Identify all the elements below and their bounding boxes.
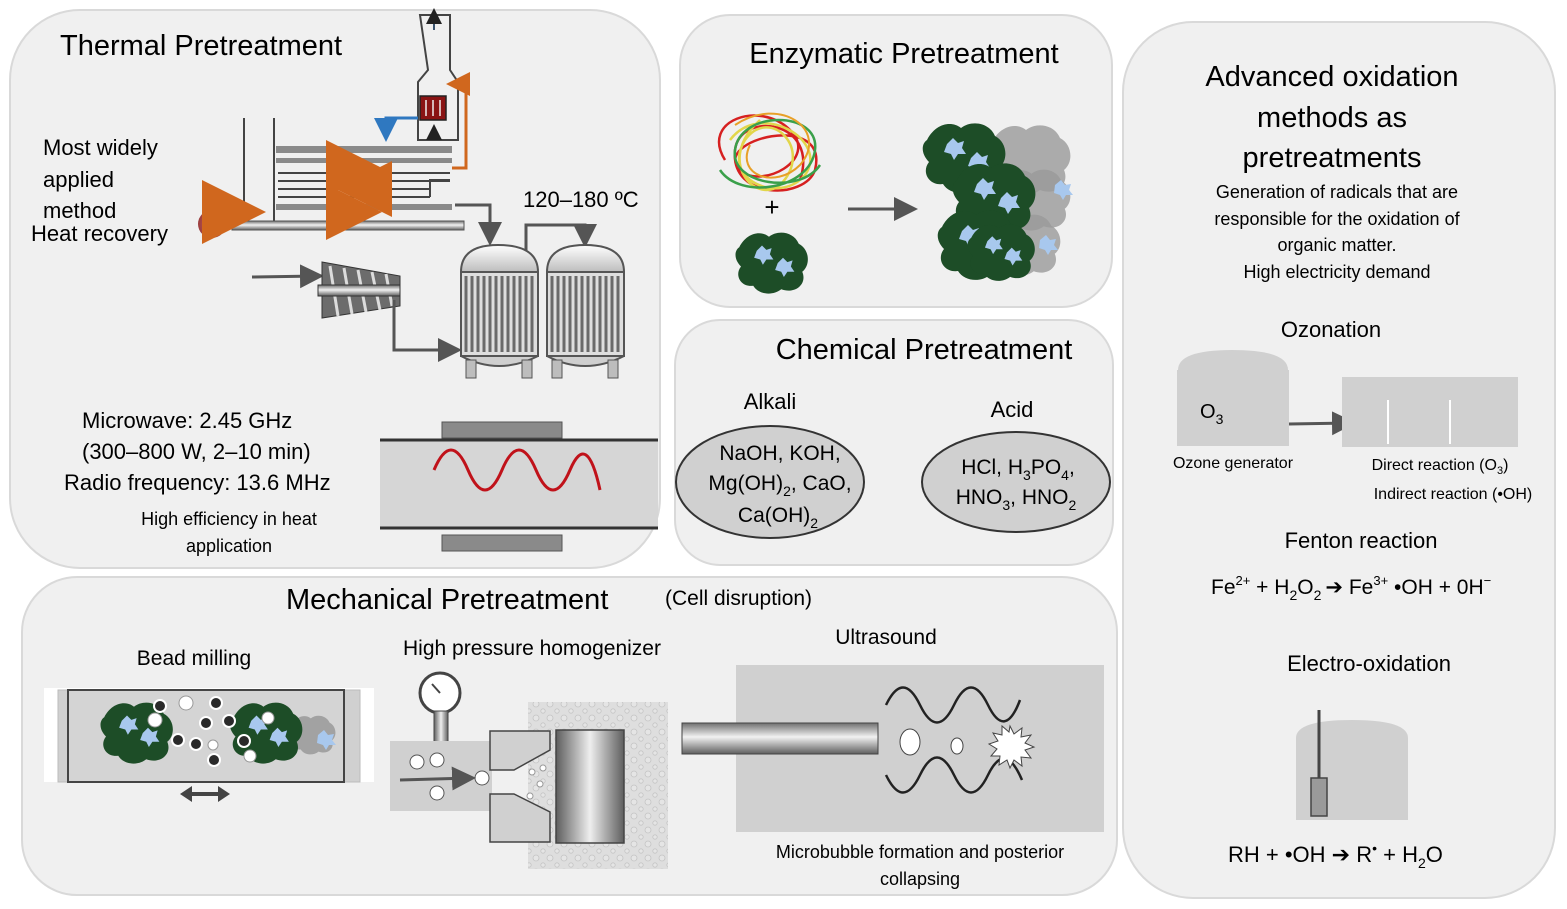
- enzymatic-title: Enzymatic Pretreatment: [749, 38, 1058, 70]
- advanced-desc-line1: Generation of radicals that are: [1216, 182, 1458, 202]
- alkali-ellipse: [675, 425, 865, 539]
- o3-label: O3: [1200, 401, 1224, 427]
- alkali-line3: Ca(OH)2: [738, 504, 818, 531]
- ozone-generator-illustration: [1177, 350, 1518, 447]
- electro-oxidation-title: Electro-oxidation: [1287, 651, 1451, 676]
- advanced-desc-line4: High electricity demand: [1243, 262, 1430, 282]
- hydrolyzed-cells-icon: [922, 123, 1073, 281]
- ozonation-title: Ozonation: [1281, 317, 1381, 342]
- microbubble-line1: Microbubble formation and posterior: [776, 842, 1064, 862]
- hph-label: High pressure homogenizer: [403, 637, 661, 660]
- advanced-desc-line3: organic matter.: [1277, 235, 1396, 255]
- advanced-title-line2: methods as: [1257, 102, 1407, 134]
- reactor-vessels-illustration: [459, 223, 626, 379]
- acid-label: Acid: [991, 397, 1034, 422]
- alkali-label: Alkali: [744, 389, 797, 414]
- fenton-equation: Fe2+ + H2O2➔ Fe3+ •OH + 0H−: [1211, 573, 1491, 603]
- heat-exchanger-illustration: [198, 8, 502, 246]
- acid-line1: HCl, H3PO4,: [961, 456, 1075, 483]
- indirect-reaction-label: Indirect reaction (•OH): [1374, 486, 1533, 503]
- efficiency-line1: High efficiency in heat: [141, 509, 317, 529]
- alkali-line1: NaOH, KOH,: [719, 442, 840, 465]
- bead-mill-illustration: [44, 688, 374, 783]
- thermal-note-line1: Most widely: [43, 135, 158, 160]
- ultrasound-illustration: [681, 665, 1104, 832]
- microwave-line2: (300–800 W, 2–10 min): [82, 439, 311, 464]
- advanced-panel: [1122, 21, 1556, 899]
- direct-reaction-label: Direct reaction (O3): [1372, 457, 1509, 477]
- ultrasound-wave-top-icon: [884, 686, 1022, 724]
- screw-press-illustration: [251, 261, 462, 362]
- acid-ellipse: [921, 431, 1111, 533]
- advanced-title-line3: pretreatments: [1243, 142, 1422, 174]
- radio-frequency-label: Radio frequency: 13.6 MHz: [64, 470, 331, 495]
- mechanical-title: Mechanical Pretreatment: [286, 584, 608, 616]
- mechanical-subtitle: (Cell disruption): [665, 587, 812, 610]
- homogenizer-illustration: [390, 671, 668, 869]
- enzymatic-plus: +: [764, 192, 779, 222]
- substrate-cell-icon: [735, 232, 808, 294]
- fenton-title: Fenton reaction: [1285, 528, 1438, 553]
- efficiency-line2: application: [186, 536, 272, 556]
- thermal-note-line3: method: [43, 198, 116, 223]
- electro-oxidation-cell-illustration: [1296, 710, 1408, 820]
- microwave-chamber-illustration: [380, 421, 658, 552]
- temperature-label: 120–180 ºC: [523, 187, 639, 212]
- chemical-title: Chemical Pretreatment: [776, 334, 1073, 366]
- microwave-wave-icon: [432, 448, 602, 492]
- bubble-collapse-icon: [987, 724, 1036, 770]
- electro-equation: RH + •OH ➔ R• + H2O: [1228, 840, 1443, 871]
- thermal-title: Thermal Pretreatment: [60, 30, 342, 62]
- thermal-note-line2: applied: [43, 167, 114, 192]
- microbubble-line2: collapsing: [880, 869, 960, 889]
- bidirectional-arrow-icon: [180, 786, 230, 802]
- acid-line2: HNO3, HNO2: [956, 486, 1077, 513]
- heat-recovery-label: Heat recovery: [31, 221, 168, 246]
- advanced-title-line1: Advanced oxidation: [1205, 61, 1458, 93]
- bead-milling-label: Bead milling: [137, 647, 251, 670]
- microwave-line1: Microwave: 2.45 GHz: [82, 408, 292, 433]
- advanced-desc-line2: responsible for the oxidation of: [1214, 209, 1460, 229]
- ozone-generator-label: Ozone generator: [1173, 455, 1294, 472]
- ultrasound-label: Ultrasound: [835, 626, 937, 649]
- alkali-line2: Mg(OH)2, CaO,: [708, 472, 851, 499]
- enzyme-tangle-icon: [717, 112, 822, 192]
